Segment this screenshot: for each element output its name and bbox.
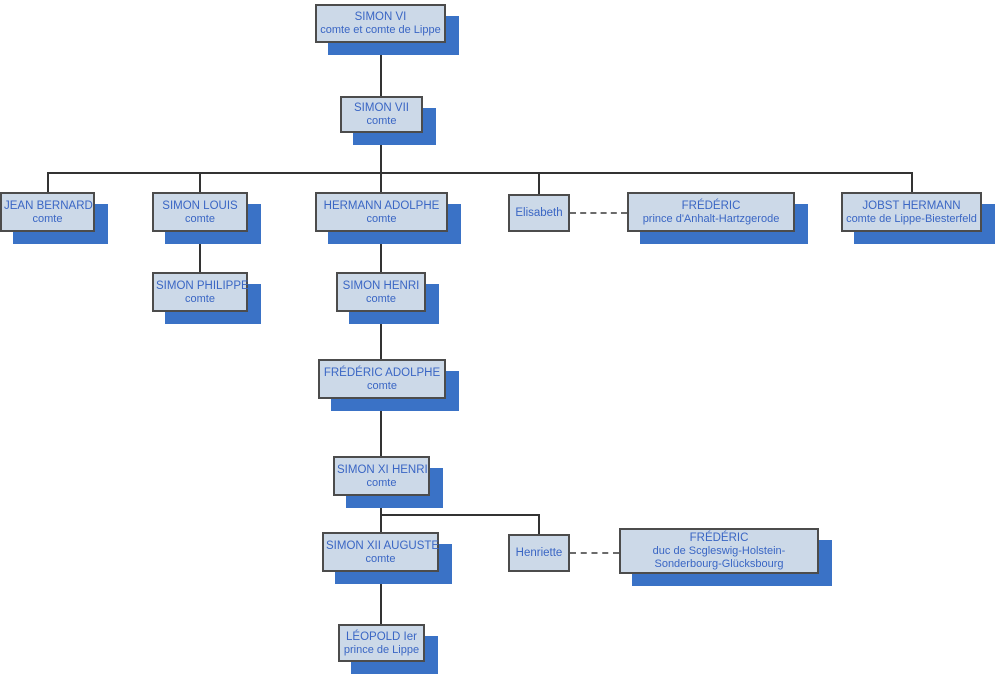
connector-line — [380, 43, 382, 96]
person-name: HERMANN ADOLPHE — [323, 199, 440, 212]
marriage-dashed-line — [570, 212, 627, 214]
connector-line — [380, 399, 382, 456]
person-title: comte — [365, 552, 396, 565]
connector-line — [380, 514, 540, 516]
person-title: prince de Lippe — [343, 643, 420, 656]
node-frederic-anhalt: FRÉDÉRIC prince d'Anhalt-Hartzgerode — [627, 192, 795, 232]
person-title: duc de Scgleswig-Holstein-Sonderbourg-Gl… — [652, 545, 786, 570]
person-name: SIMON PHILIPPE — [156, 279, 249, 292]
node-simon-xi-henri: SIMON XI HENRI comte — [333, 456, 430, 496]
node-frederic-schleswig: FRÉDÉRIC duc de Scgleswig-Holstein-Sonde… — [619, 528, 819, 574]
person-title: prince d'Anhalt-Hartzgerode — [642, 212, 780, 225]
person-title: comte — [366, 292, 396, 305]
node-simon-vii: SIMON VII comte — [340, 96, 423, 133]
connector-line — [538, 172, 540, 194]
person-name: SIMON XII AUGUSTE — [326, 539, 440, 552]
connector-line — [380, 172, 382, 192]
person-name: LÉOPOLD Ier — [346, 630, 417, 643]
person-name: SIMON LOUIS — [162, 199, 238, 212]
person-name: SIMON XI HENRI — [337, 463, 428, 476]
marriage-dashed-line — [570, 552, 619, 554]
person-name: Henriette — [515, 547, 563, 559]
connector-line — [380, 514, 382, 532]
person-name: JOBST HERMANN — [862, 199, 961, 212]
connector-line — [911, 172, 913, 192]
node-simon-henri: SIMON HENRI comte — [336, 272, 426, 312]
node-jobst-hermann: JOBST HERMANN comte de Lippe-Biesterfeld — [841, 192, 982, 232]
person-name: JEAN BERNARD — [4, 199, 93, 212]
person-name: SIMON VII — [354, 102, 409, 114]
person-title: comte — [185, 212, 215, 225]
connector-line — [380, 572, 382, 624]
person-title: comte — [366, 212, 397, 225]
connector-line — [380, 133, 382, 172]
person-title: comte — [185, 292, 215, 305]
person-title: comte — [366, 476, 397, 489]
connector-line — [199, 232, 201, 272]
person-title: comte — [367, 379, 397, 392]
connector-line — [380, 312, 382, 359]
node-frederic-adolphe: FRÉDÉRIC ADOLPHE comte — [318, 359, 446, 399]
node-leopold-ier: LÉOPOLD Ier prince de Lippe — [338, 624, 425, 662]
person-name: SIMON VI — [354, 11, 407, 23]
node-simon-xii-auguste: SIMON XII AUGUSTE comte — [322, 532, 439, 572]
person-name: FRÉDÉRIC — [681, 199, 741, 212]
connector-line — [47, 172, 913, 174]
person-name: Elisabeth — [515, 207, 563, 219]
connector-line — [199, 172, 201, 192]
person-title: comte — [366, 115, 397, 127]
node-elisabeth: Elisabeth — [508, 194, 570, 232]
person-title: comte de Lippe-Biesterfeld — [846, 212, 977, 225]
node-simon-philippe: SIMON PHILIPPE comte — [152, 272, 249, 312]
node-simon-louis: SIMON LOUIS comte — [152, 192, 248, 232]
person-title: comte et comte de Lippe — [320, 24, 441, 36]
connector-line — [380, 496, 382, 514]
person-name: FRÉDÉRIC — [689, 532, 749, 544]
node-jean-bernard: JEAN BERNARD comte — [0, 192, 95, 232]
person-name: SIMON HENRI — [342, 279, 420, 292]
person-title: comte — [32, 212, 63, 225]
node-simon-vi: SIMON VI comte et comte de Lippe — [315, 4, 446, 43]
connector-line — [538, 514, 540, 534]
connector-line — [47, 172, 49, 192]
person-name: FRÉDÉRIC ADOLPHE — [323, 366, 441, 379]
connector-line — [380, 232, 382, 272]
node-hermann-adolphe: HERMANN ADOLPHE comte — [315, 192, 448, 232]
node-henriette: Henriette — [508, 534, 570, 572]
